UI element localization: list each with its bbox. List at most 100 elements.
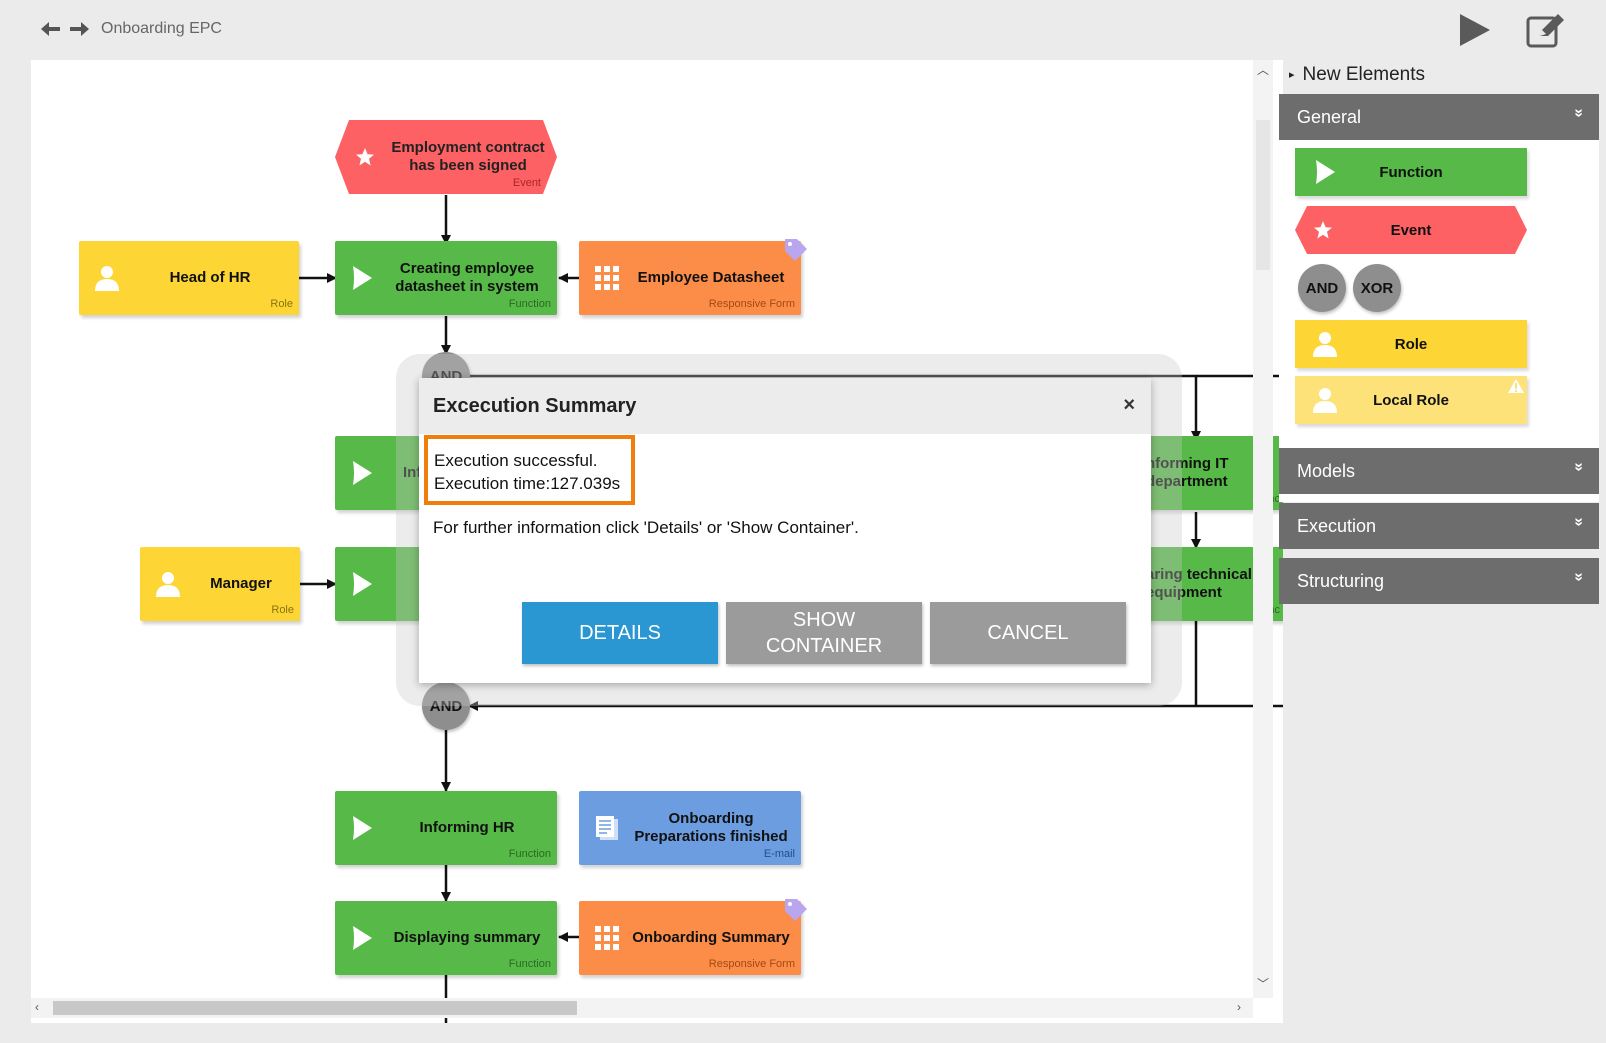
forward-arrow-icon[interactable]	[68, 18, 90, 40]
accordion-general-label: General	[1297, 107, 1362, 127]
role-label: Manager	[210, 575, 272, 592]
expand-triangle-icon: ▸	[1289, 69, 1295, 81]
function-play-icon	[353, 572, 372, 596]
palette-role-label: Role	[1394, 335, 1428, 353]
role-type: Role	[270, 298, 293, 310]
dialog-info-text: For further information click 'Details' …	[433, 518, 859, 537]
accordion-execution[interactable]: Execution »	[1279, 503, 1599, 549]
form-employee-datasheet[interactable]: Employee Datasheet Responsive Form	[579, 239, 807, 315]
tag-icon	[785, 899, 807, 921]
scroll-right-icon[interactable]: ›	[1237, 1000, 1241, 1014]
vertical-scrollbar[interactable]: ︿ ﹀	[1253, 60, 1273, 998]
form-onboarding-summary[interactable]: Onboarding Summary Responsive Form	[579, 899, 807, 975]
function-label: Inf	[403, 464, 422, 481]
chevron-double-down-icon: »	[1570, 517, 1588, 527]
horizontal-scrollbar[interactable]: ‹ ›	[31, 998, 1253, 1018]
execution-time: Execution time:127.039s	[434, 474, 621, 493]
star-icon	[1314, 221, 1332, 239]
execution-result-highlight: Execution successful. Execution time:127…	[424, 435, 635, 505]
person-icon	[1313, 388, 1337, 413]
details-button[interactable]: DETAILS	[522, 602, 718, 664]
execution-status: Execution successful.	[434, 451, 598, 470]
back-arrow-icon[interactable]	[40, 18, 62, 40]
accordion-structuring[interactable]: Structuring »	[1279, 558, 1599, 604]
form-label: Onboarding Summary	[632, 929, 790, 946]
role-head-of-hr[interactable]: Head of HR Role	[79, 241, 299, 315]
palette-xor-gateway[interactable]: XOR	[1353, 264, 1401, 312]
function-label: aring technical equipment	[1146, 566, 1252, 601]
function-play-icon	[1316, 160, 1335, 184]
function-label: Creating employee datasheet in system	[395, 260, 539, 295]
accordion-general[interactable]: General »	[1279, 94, 1599, 140]
email-type: E-mail	[763, 848, 795, 860]
and-gateway-bottom[interactable]: AND	[422, 682, 470, 730]
form-type: Responsive Form	[708, 298, 795, 310]
event-type: Event	[512, 177, 541, 189]
event-shape	[1295, 206, 1527, 254]
person-icon	[1313, 332, 1337, 357]
dialog-header: Excecution Summary ×	[419, 378, 1151, 434]
accordion-models-label: Models	[1297, 461, 1356, 481]
event-shape	[335, 120, 557, 194]
chevron-double-down-icon: »	[1570, 572, 1588, 582]
new-elements-header[interactable]: ▸ New Elements	[1289, 64, 1425, 86]
execution-summary-dialog: Excecution Summary × Execution successfu…	[419, 378, 1151, 683]
chevron-double-down-icon: »	[1570, 108, 1588, 118]
document-icon	[596, 816, 618, 840]
form-type: Responsive Form	[708, 958, 795, 970]
function-type: Function	[508, 848, 551, 860]
breadcrumb: Onboarding EPC	[101, 20, 222, 37]
palette-role[interactable]: Role	[1295, 320, 1527, 368]
palette-local-role[interactable]: Local Role	[1295, 376, 1527, 424]
email-onboarding-preparations-finished[interactable]: Onboarding Preparations finished E-mail	[579, 791, 801, 865]
close-icon[interactable]: ×	[1123, 394, 1135, 416]
show-container-button[interactable]: SHOW CONTAINER	[726, 602, 922, 664]
scroll-up-icon[interactable]: ︿	[1257, 63, 1270, 77]
form-label: Employee Datasheet	[637, 269, 785, 286]
palette-and-gateway[interactable]: AND	[1298, 264, 1346, 312]
function-play-icon	[353, 266, 372, 290]
palette-function[interactable]: Function	[1295, 148, 1527, 196]
email-label: Onboarding Preparations finished	[634, 810, 788, 845]
connection-edges	[299, 195, 1283, 1023]
palette-function-label: Function	[1379, 163, 1443, 181]
function-label: Displaying summary	[393, 929, 541, 946]
function-label: Informing HR	[419, 819, 515, 836]
role-label: Head of HR	[169, 269, 251, 286]
accordion-structuring-label: Structuring	[1297, 571, 1385, 591]
scroll-down-icon[interactable]: ﹀	[1257, 977, 1270, 991]
scroll-left-icon[interactable]: ‹	[35, 1000, 39, 1014]
tag-icon	[785, 239, 807, 261]
function-play-icon	[353, 461, 372, 485]
palette-local-role-label: Local Role	[1373, 391, 1449, 409]
palette-event[interactable]: Event	[1295, 206, 1527, 254]
role-manager[interactable]: Manager Role	[140, 547, 300, 621]
role-type: Role	[271, 604, 294, 616]
event-label: Employment contract has been signed	[391, 139, 545, 174]
edit-icon[interactable]	[1524, 10, 1568, 50]
vertical-scroll-thumb[interactable]	[1256, 120, 1270, 270]
function-type: Function	[508, 298, 551, 310]
function-displaying-summary[interactable]: Displaying summary Function	[335, 901, 557, 975]
cancel-button[interactable]: CANCEL	[930, 602, 1126, 664]
person-icon	[95, 266, 119, 291]
event-contract-signed[interactable]: Employment contract has been signed Even…	[335, 120, 557, 194]
chevron-double-down-icon: »	[1570, 462, 1588, 472]
top-bar: Onboarding EPC	[0, 0, 1606, 60]
function-creating-employee-datasheet[interactable]: Creating employee datasheet in system Fu…	[335, 241, 557, 315]
horizontal-scroll-thumb[interactable]	[53, 1001, 577, 1015]
grid-form-icon	[595, 266, 619, 290]
play-icon[interactable]	[1452, 10, 1496, 50]
function-play-icon	[353, 926, 372, 950]
accordion-execution-label: Execution	[1297, 516, 1377, 536]
general-palette: Function Event AND XOR Role Local Role	[1279, 140, 1599, 502]
person-icon	[156, 572, 180, 597]
function-informing-hr[interactable]: Informing HR Function	[335, 791, 557, 865]
new-elements-label: New Elements	[1302, 64, 1426, 85]
elements-sidebar: ▸ New Elements General » Function Event A…	[1273, 60, 1606, 1023]
accordion-models[interactable]: Models »	[1279, 448, 1599, 494]
dialog-title: Excecution Summary	[433, 395, 637, 417]
grid-form-icon	[595, 926, 619, 950]
star-icon	[356, 148, 374, 166]
function-play-icon	[353, 816, 372, 840]
